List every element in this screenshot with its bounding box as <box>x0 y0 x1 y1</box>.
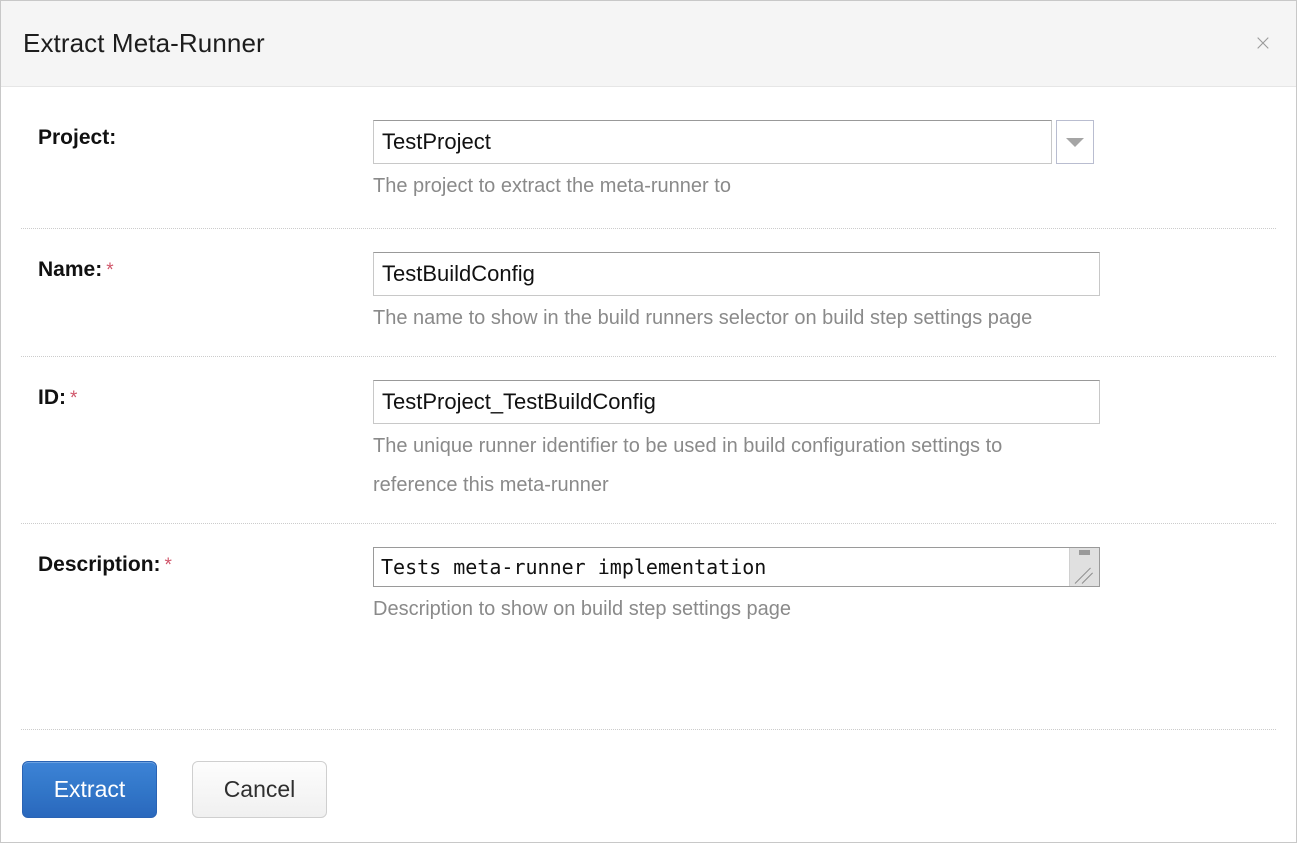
cancel-button[interactable]: Cancel <box>192 761 327 818</box>
button-bar: Extract Cancel <box>22 761 327 818</box>
dialog-header: Extract Meta-Runner × <box>1 1 1296 87</box>
name-required-marker: * <box>106 260 114 281</box>
name-hint: The name to show in the build runners se… <box>373 307 1033 329</box>
footer-divider <box>21 729 1276 730</box>
chevron-down-icon <box>1066 138 1084 147</box>
scrollbar-thumb[interactable] <box>1079 550 1090 555</box>
extract-button[interactable]: Extract <box>22 761 157 818</box>
id-label-text: ID: <box>38 386 66 409</box>
description-textarea[interactable]: Tests meta-runner implementation <box>373 547 1100 587</box>
form-row-name: Name:* TestBuildConfig The name to show … <box>21 229 1276 357</box>
id-hint: The unique runner identifier to be used … <box>373 435 1003 496</box>
description-label-text: Description: <box>38 553 161 576</box>
project-label-text: Project: <box>38 126 117 149</box>
close-icon[interactable]: × <box>1253 31 1273 56</box>
resize-grip-icon[interactable] <box>1073 563 1097 585</box>
name-input[interactable]: TestBuildConfig <box>373 252 1100 296</box>
project-hint: The project to extract the meta-runner t… <box>373 175 731 197</box>
form-row-description: Description:* Tests meta-runner implemen… <box>21 524 1276 704</box>
project-label: Project: <box>21 120 373 150</box>
description-label: Description:* <box>21 547 373 577</box>
id-input[interactable]: TestProject_TestBuildConfig <box>373 380 1100 424</box>
name-label: Name:* <box>21 252 373 282</box>
description-textarea-value: Tests meta-runner implementation <box>381 555 767 579</box>
form-row-project: Project: TestProject The project to extr… <box>21 87 1276 229</box>
description-hint: Description to show on build step settin… <box>373 598 792 620</box>
name-label-text: Name: <box>38 258 103 281</box>
dialog-body: Project: TestProject The project to extr… <box>1 87 1296 729</box>
id-required-marker: * <box>70 388 78 409</box>
project-dropdown-button[interactable] <box>1056 120 1094 164</box>
form-row-id: ID:* TestProject_TestBuildConfig The uni… <box>21 357 1276 524</box>
dialog-title: Extract Meta-Runner <box>23 28 265 58</box>
dialog-footer: Extract Cancel <box>1 729 1296 842</box>
id-label: ID:* <box>21 380 373 410</box>
project-select-value[interactable]: TestProject <box>373 120 1052 164</box>
description-required-marker: * <box>164 555 172 576</box>
